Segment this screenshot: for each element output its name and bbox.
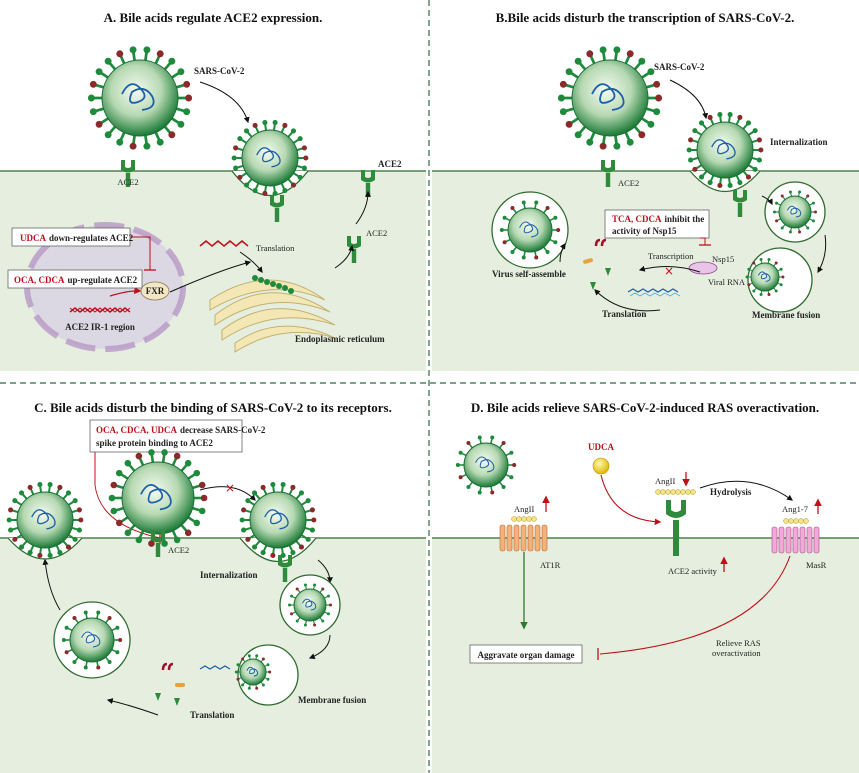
damage-label: Aggravate organ damage [478,650,575,660]
ace2-receptor-a-right [361,170,375,197]
masr-label: MasR [806,560,827,570]
oca-box [7,269,143,289]
virus-c-assembly [61,610,123,670]
virus-a-top [87,46,193,150]
sars-label-b: SARS-CoV-2 [654,62,705,72]
virus-b-assembly [499,200,561,260]
nsp15-box-line2: activity of Nsp15 [612,226,677,236]
spike-box [89,419,243,453]
udca-label: UDCA [588,442,614,452]
virus-c-endosome [288,583,332,627]
ace2-activity-label: ACE2 activity [668,566,718,576]
translation-label-c: Translation [190,710,234,720]
virus-b-fusion [745,258,785,296]
spike-box-line2: spike protein binding to ACE2 [96,438,213,448]
ace2-receptor-d [666,500,686,556]
internalization-label-c: Internalization [200,570,258,580]
virus-b-pocket [686,111,764,189]
damage-box [469,644,583,664]
er-label: Endoplasmic reticulum [295,334,385,344]
ace2-receptor-a-left [121,160,135,187]
panel-c-title: C. Bile acids disturb the binding of SAR… [34,400,392,415]
ace2-receptor-b [601,160,615,187]
viral-rna-label: Viral RNA [708,277,746,287]
virus-c-exit [6,481,84,559]
virus-a-pocket [231,119,309,197]
peptide-chain [252,275,294,294]
ace2-receptor-a-bound [270,195,284,222]
relieve-label-2: overactivation [712,648,761,658]
at1r-label: AT1R [540,560,561,570]
ang17-chain [783,518,809,524]
angii-label-mid: AngII [655,476,675,486]
angii-chain-mid [655,489,696,495]
hydrolysis-label: Hydrolysis [710,487,752,497]
ace2-label-c: ACE2 [168,545,189,555]
virus-c-fusion [234,654,272,690]
translation-label-b: Translation [602,309,646,319]
ang17-label: Ang1-7 [782,504,808,514]
virus-c-top [108,449,208,547]
virus-b-top [557,46,663,150]
ace2-receptor-b-bound [733,190,747,217]
internalization-label-b: Internalization [770,137,828,147]
fxr-label: FXR [146,286,165,296]
ace2-receptor-c-bound [278,555,292,582]
svg-text:×: × [664,264,674,278]
membrane-fusion-label-b: Membrane fusion [752,310,820,320]
svg-text:×: × [225,481,235,495]
virus-d [455,435,517,495]
panel-b-title: B.Bile acids disturb the transcription o… [496,10,795,25]
ace2-label-a-left: ACE2 [117,177,138,187]
ace2-receptor-c [151,530,165,557]
ace2-label-a-right-top: ACE2 [378,159,402,169]
masr-receptor [771,526,820,554]
relieve-label-1: Relieve RAS [716,638,761,648]
membrane-fusion-label-c: Membrane fusion [298,695,366,705]
angii-chain-left [511,516,537,522]
panel-d-title: D. Bile acids relieve SARS-CoV-2-induced… [471,400,819,415]
udca-molecule [592,457,610,475]
nsp15-box [604,209,710,239]
nsp15-label: Nsp15 [712,254,734,264]
endoplasmic-reticulum [209,279,336,353]
translation-label-a: Translation [256,243,295,253]
virus-c-pocket [239,481,317,559]
ace2-label-b: ACE2 [618,178,639,188]
ace2-region-label: ACE2 IR-1 region [65,322,135,332]
at1r-receptor [499,524,548,552]
panel-a-title: A. Bile acids regulate ACE2 expression. [104,10,323,25]
assemble-label: Virus self-assemble [492,269,566,279]
ace2-label-a-right-mid: ACE2 [366,228,387,238]
transcription-label-b: Transcription [648,251,694,261]
virus-b-endosome [773,190,817,234]
angii-label-left: AngII [514,504,534,514]
sars-label-a: SARS-CoV-2 [194,66,245,76]
